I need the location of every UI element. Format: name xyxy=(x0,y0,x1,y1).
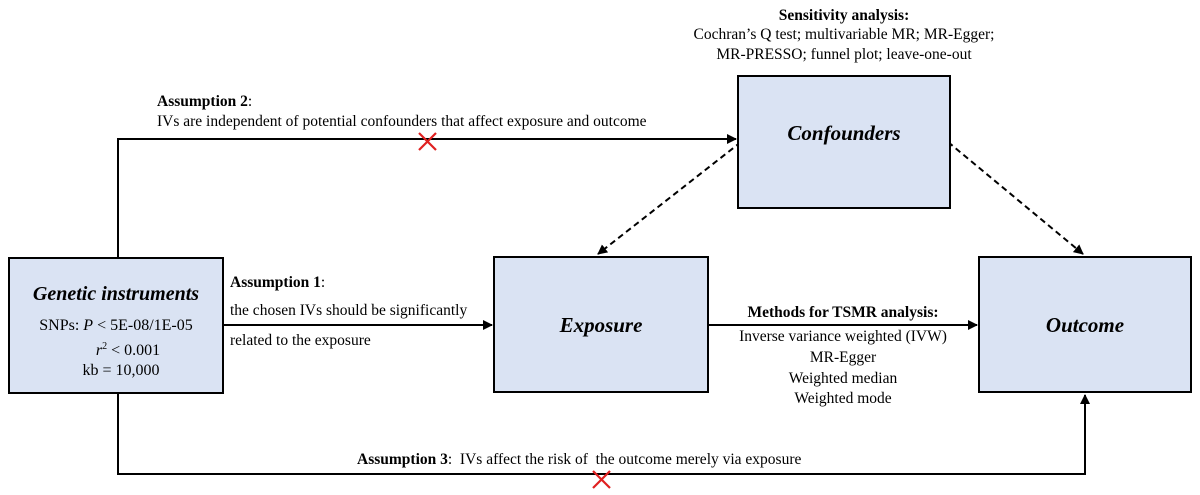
methods-heading: Methods for TSMR analysis: xyxy=(747,304,939,321)
snp-threshold: SNPs: P < 5E-08/1E-05 xyxy=(39,317,193,334)
confounders-exposure-dashed-arrow xyxy=(597,141,742,255)
sensitivity-line2: MR-PRESSO; funnel plot; leave-one-out xyxy=(716,46,972,63)
outcome-box: Outcome xyxy=(978,256,1192,393)
violation-cross-icon xyxy=(592,470,611,489)
assumption2-arrow xyxy=(117,134,737,257)
genetic-instruments-title: Genetic instruments xyxy=(32,283,200,305)
confounders-box: Confounders xyxy=(737,75,951,209)
assumption2-text: IVs are independent of potential confoun… xyxy=(157,113,647,130)
sensitivity-line1: Cochran’s Q test; multivariable MR; MR-E… xyxy=(693,26,995,43)
assumption1-line2: related to the exposure xyxy=(230,332,371,349)
assumption1-line1: the chosen IVs should be significantly xyxy=(230,302,468,319)
genetic-instruments-box: Genetic instruments SNPs: P < 5E-08/1E-0… xyxy=(8,257,224,394)
methods-item: Weighted mode xyxy=(794,390,892,407)
ld-threshold: r2 < 0.001 xyxy=(95,341,161,360)
assumption3-arrow xyxy=(117,393,1090,475)
exposure-box: Exposure xyxy=(493,256,709,393)
methods-item: MR-Egger xyxy=(809,349,877,366)
outcome-title: Outcome xyxy=(1045,313,1125,337)
methods-item: Inverse variance weighted (IVW) xyxy=(739,328,947,345)
confounders-title: Confounders xyxy=(787,121,901,145)
confounders-outcome-dashed-arrow xyxy=(947,141,1084,255)
methods-item: Weighted median xyxy=(788,370,898,387)
sensitivity-heading: Sensitivity analysis: xyxy=(778,7,910,24)
assumption2-heading: Assumption 2: xyxy=(157,93,253,110)
violation-cross-icon xyxy=(418,132,437,151)
kb-window: kb = 10,000 xyxy=(82,362,160,379)
assumption3-label: Assumption 3: IVs affect the risk of the… xyxy=(357,451,802,468)
assumption1-heading: Assumption 1: xyxy=(230,274,326,291)
exposure-title: Exposure xyxy=(559,313,643,337)
